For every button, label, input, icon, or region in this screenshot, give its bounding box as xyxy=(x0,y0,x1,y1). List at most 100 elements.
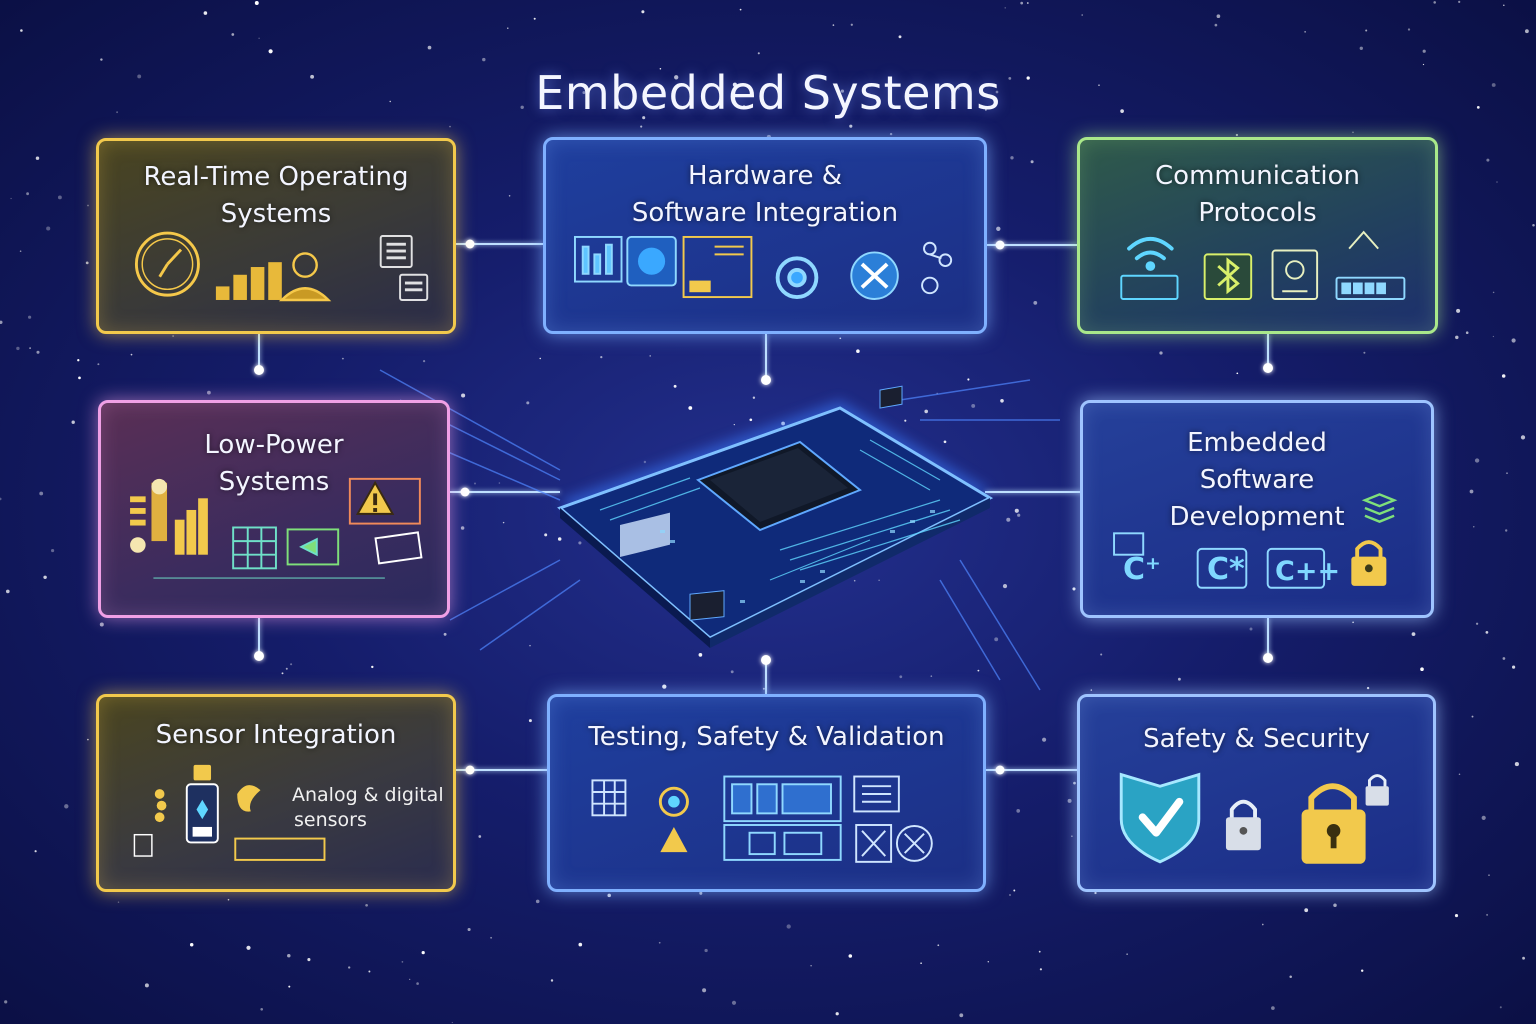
star xyxy=(1486,158,1490,162)
star xyxy=(733,423,735,426)
card-rtos[interactable]: Real-Time Operating Systems xyxy=(96,138,456,334)
wire-node xyxy=(465,239,475,249)
star xyxy=(34,850,37,853)
star xyxy=(996,226,1001,231)
star xyxy=(752,396,756,399)
card-embsw-title-line2: Software xyxy=(1199,465,1315,495)
star xyxy=(1304,31,1306,33)
card-testing-title: Testing, Safety & Validation xyxy=(588,722,945,752)
star xyxy=(528,719,532,723)
card-embedded-software-development[interactable]: Embedded Software Development C⁺ C* C++ xyxy=(1080,400,1434,618)
card-sensor-icons xyxy=(133,764,326,861)
star xyxy=(600,355,603,359)
star xyxy=(288,985,291,988)
card-testing-safety-validation[interactable]: Testing, Safety & Validation xyxy=(547,694,986,892)
star xyxy=(550,979,554,982)
star xyxy=(189,942,194,947)
star xyxy=(1038,950,1041,953)
star xyxy=(742,105,746,108)
star xyxy=(20,29,23,32)
star xyxy=(285,667,288,670)
star xyxy=(930,675,933,677)
star xyxy=(641,10,645,14)
card-safety-security[interactable]: Safety & Security xyxy=(1077,694,1436,892)
star xyxy=(1000,399,1004,403)
star xyxy=(1465,331,1469,335)
star xyxy=(231,33,235,36)
star xyxy=(1506,472,1508,474)
star xyxy=(348,966,351,969)
star xyxy=(507,27,509,29)
star xyxy=(422,359,426,363)
star xyxy=(29,347,31,349)
battery-level-icon xyxy=(130,478,208,555)
page-title: Embedded Systems xyxy=(535,66,1001,120)
card-hw-sw-integration[interactable]: Hardware & Software Integration xyxy=(543,137,987,334)
star xyxy=(1411,632,1416,636)
star xyxy=(757,52,760,55)
star xyxy=(578,541,582,545)
star xyxy=(1488,874,1490,876)
shield-check-icon xyxy=(1119,772,1201,864)
board-traces xyxy=(599,439,961,581)
card-low-power-systems[interactable]: Low-Power Systems xyxy=(98,400,450,618)
star xyxy=(1004,7,1006,9)
circuit-trace xyxy=(379,369,561,471)
star xyxy=(1304,908,1309,913)
chip-icon xyxy=(626,235,677,287)
star xyxy=(1216,14,1221,19)
card-sensor-integration[interactable]: Sensor Integration Analog & digital sens… xyxy=(96,694,456,892)
star xyxy=(144,983,149,988)
card-sensor-title: Sensor Integration xyxy=(155,720,397,750)
card-rtos-title-line2: Systems xyxy=(220,199,332,229)
signal-wave-icon xyxy=(154,785,261,823)
star xyxy=(227,898,230,901)
star xyxy=(1458,773,1461,776)
component-chip xyxy=(689,590,725,621)
star xyxy=(1485,631,1489,634)
star xyxy=(1081,14,1084,16)
star xyxy=(1422,63,1425,66)
star xyxy=(1333,903,1337,907)
star xyxy=(1006,517,1011,522)
star xyxy=(1120,109,1124,113)
star xyxy=(1026,76,1030,80)
circuit-trace xyxy=(939,579,1001,681)
star xyxy=(1511,338,1516,343)
bluetooth-icon xyxy=(1203,253,1253,300)
star xyxy=(1522,956,1526,960)
c-badge-label-1: C⁺ xyxy=(1123,552,1161,587)
star xyxy=(937,944,940,947)
card-communication-protocols[interactable]: Communication Protocols xyxy=(1077,137,1438,334)
star xyxy=(443,632,447,636)
star xyxy=(5,589,10,594)
main-chip-top xyxy=(710,448,848,522)
label-sticker xyxy=(620,512,670,558)
star xyxy=(421,950,425,955)
wire-node xyxy=(995,240,1005,250)
star xyxy=(957,87,960,90)
card-testing-icons xyxy=(591,775,933,863)
bug-icon xyxy=(658,786,689,853)
star xyxy=(1013,889,1016,892)
star xyxy=(46,226,51,231)
star xyxy=(739,8,742,11)
card-comm-icons xyxy=(1120,230,1406,300)
card-rtos-icons xyxy=(134,231,429,302)
star xyxy=(832,24,835,26)
star xyxy=(1360,969,1364,972)
star xyxy=(1033,301,1038,305)
star xyxy=(57,195,62,200)
star xyxy=(254,1,259,5)
star xyxy=(673,384,677,388)
wire-node xyxy=(995,765,1005,775)
checklist-icon xyxy=(853,775,933,863)
star xyxy=(116,111,118,114)
star xyxy=(1126,953,1128,955)
star xyxy=(43,575,47,580)
star xyxy=(1261,923,1264,926)
wire-node xyxy=(465,765,475,775)
star xyxy=(341,357,344,360)
star xyxy=(1505,529,1508,532)
star xyxy=(97,363,100,366)
